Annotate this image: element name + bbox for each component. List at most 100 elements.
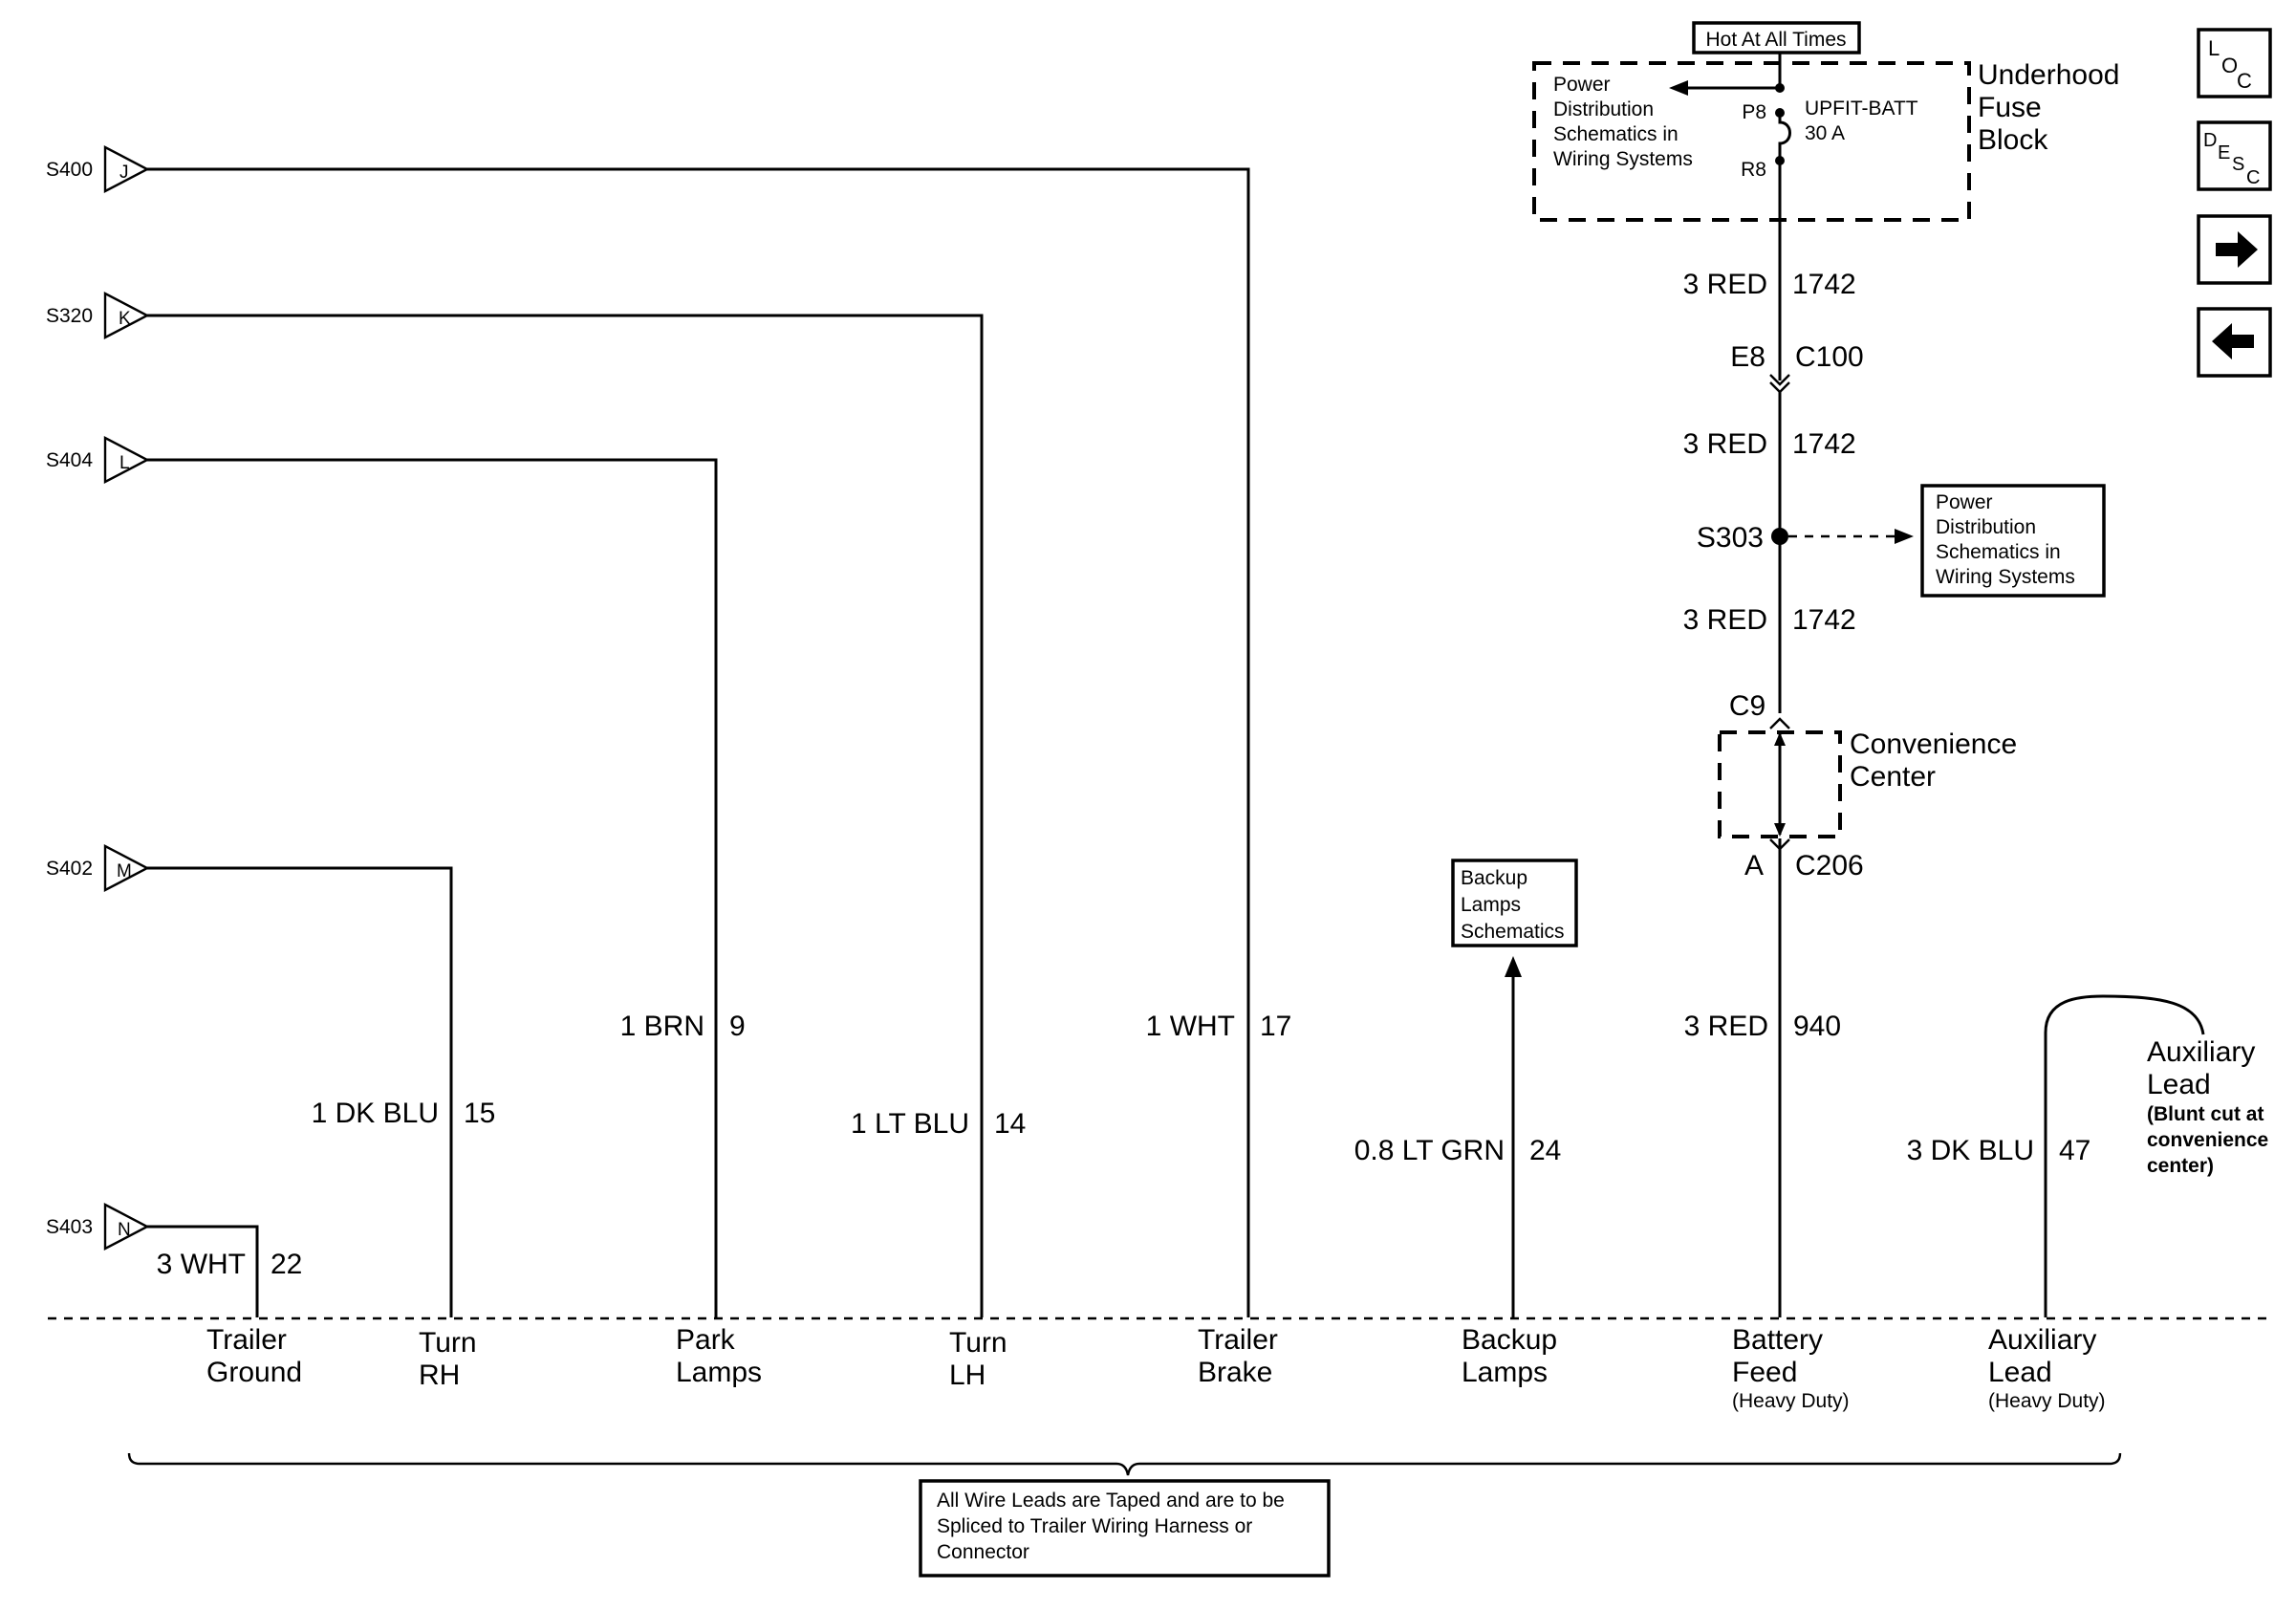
circuit-number: 1742	[1792, 428, 1856, 460]
circuit-number: 15	[464, 1098, 495, 1129]
fuse-block-name: Block	[1978, 124, 2048, 156]
source-s402: S402 M	[46, 844, 453, 1317]
pin-label: M	[117, 861, 132, 881]
svg-text:Wiring Systems: Wiring Systems	[1553, 148, 1693, 170]
svg-text:Wiring Systems: Wiring Systems	[1936, 566, 2075, 588]
source-s400: S400 J	[46, 145, 1250, 1317]
loc-button[interactable]: L O C	[2197, 28, 2272, 98]
footer-note-line: Connector	[937, 1541, 1029, 1563]
arrow-right-icon	[1895, 529, 1914, 544]
fuse-terminal-bottom: R8	[1741, 159, 1766, 181]
lead-trailer-brake: Trailer Brake	[1198, 1324, 1278, 1388]
source-s404: S404 L	[46, 436, 718, 1317]
wire-turn-lh	[147, 314, 984, 1317]
connector-c100: C100	[1795, 341, 1864, 373]
svg-text:Schematics in: Schematics in	[1553, 123, 1679, 145]
source-s403: S403 N	[46, 1203, 259, 1317]
ref-line: Backup	[1461, 867, 1527, 889]
svg-text:Center: Center	[1850, 761, 1936, 793]
lead-auxiliary: Auxiliary Lead (Heavy Duty)	[1988, 1324, 2106, 1412]
svg-text:Battery: Battery	[1732, 1324, 1823, 1356]
svg-text:Backup: Backup	[1462, 1324, 1557, 1356]
wire-size-color: 3 WHT	[157, 1249, 246, 1280]
splice-label: S400	[46, 159, 93, 181]
backup-lamps-wire: Backup Lamps Schematics	[1451, 859, 1578, 1317]
source-s320: S320 K	[46, 292, 984, 1317]
svg-text:Distribution: Distribution	[1553, 98, 1654, 120]
svg-text:Auxiliary: Auxiliary	[1988, 1324, 2096, 1356]
circuit-number: 47	[2059, 1135, 2090, 1166]
wire-size-color: 1 LT BLU	[851, 1108, 969, 1140]
previous-page-button[interactable]	[2197, 307, 2272, 378]
convenience-center-label: Convenience	[1850, 729, 2017, 760]
ref-line: Schematics	[1461, 921, 1565, 943]
svg-text:Schematics in: Schematics in	[1936, 541, 2061, 563]
circuit-22-label: 3 WHT 22	[157, 1249, 303, 1280]
desc-button[interactable]: D E S C	[2197, 120, 2272, 191]
svg-text:L: L	[2208, 36, 2220, 60]
svg-text:RH: RH	[419, 1360, 460, 1391]
svg-text:Lamps: Lamps	[1462, 1357, 1548, 1388]
power-distribution-ref[interactable]: Power	[1553, 74, 1611, 96]
svg-text:D: D	[2203, 130, 2217, 151]
svg-text:Turn: Turn	[419, 1327, 477, 1359]
svg-text:Lamps: Lamps	[676, 1357, 762, 1388]
svg-text:Power: Power	[1936, 491, 1993, 513]
svg-text:(Heavy Duty): (Heavy Duty)	[1732, 1390, 1850, 1412]
circuit-number: 24	[1529, 1135, 1561, 1166]
svg-text:Lead: Lead	[2147, 1069, 2211, 1100]
splice-s303	[1771, 528, 1788, 545]
svg-text:E: E	[2218, 142, 2230, 163]
splice-label: S303	[1697, 522, 1764, 554]
circuit-number: 22	[271, 1249, 302, 1280]
circuit-number: 14	[994, 1108, 1026, 1140]
pin-label: L	[119, 453, 130, 473]
pin-label: J	[119, 163, 129, 183]
svg-text:C: C	[2237, 69, 2252, 93]
svg-text:Turn: Turn	[949, 1327, 1007, 1359]
footer-note-line: All Wire Leads are Taped and are to be	[937, 1490, 1285, 1512]
svg-text:center): center)	[2147, 1155, 2214, 1177]
pin-label: N	[118, 1220, 131, 1240]
fuse-block-name: Underhood	[1978, 59, 2119, 91]
svg-text:Park: Park	[676, 1324, 736, 1356]
arrow-left-icon	[1669, 80, 1688, 96]
backup-lamps-schematics-ref[interactable]	[1451, 859, 1578, 947]
circuit-number: 9	[729, 1011, 746, 1042]
lead-turn-lh: Turn LH	[949, 1327, 1007, 1391]
underhood-fuse-block	[1532, 61, 1971, 222]
splice-label: S402	[46, 858, 93, 880]
wire-trailer-ground	[147, 1225, 259, 1317]
circuit-9-label: 1 BRN 9	[620, 1011, 746, 1042]
arrow-up-icon	[1505, 956, 1522, 977]
fuse-block-name: Fuse	[1978, 92, 2042, 123]
svg-text:Ground: Ground	[206, 1357, 302, 1388]
connector-chevron-icon	[1769, 717, 1790, 729]
svg-text:Distribution: Distribution	[1936, 516, 2036, 538]
splice-label: S404	[46, 449, 93, 471]
connector-pin: A	[1744, 850, 1764, 881]
pin-label: K	[119, 309, 131, 329]
next-page-button[interactable]	[2197, 214, 2272, 285]
wire-park-lamps	[147, 458, 718, 1317]
arrow-right-icon	[2216, 231, 2258, 268]
circuit-17-label: 1 WHT 17	[1146, 1011, 1292, 1042]
power-distribution-ref-box[interactable]	[1920, 484, 2106, 598]
wire-size-color: 3 RED	[1683, 428, 1767, 460]
circuit-14-label: 1 LT BLU 14	[851, 1108, 1026, 1140]
wire-size-color: 1 BRN	[620, 1011, 704, 1042]
circuit-number: 1742	[1792, 269, 1856, 300]
svg-text:S: S	[2232, 154, 2244, 175]
svg-text:Feed: Feed	[1732, 1357, 1797, 1388]
wire-size-color: 1 WHT	[1146, 1011, 1235, 1042]
connector-pin: E8	[1730, 341, 1765, 373]
circuit-940-label: 3 RED 940	[1684, 1011, 1841, 1042]
svg-text:Trailer: Trailer	[206, 1324, 287, 1356]
wire-size-color: 1 DK BLU	[312, 1098, 439, 1129]
wire-size-color: 3 RED	[1684, 1011, 1768, 1042]
ref-line: Lamps	[1461, 894, 1521, 916]
svg-text:O: O	[2221, 54, 2238, 77]
wire-size-color: 0.8 LT GRN	[1354, 1135, 1505, 1166]
svg-text:convenience: convenience	[2147, 1129, 2268, 1151]
